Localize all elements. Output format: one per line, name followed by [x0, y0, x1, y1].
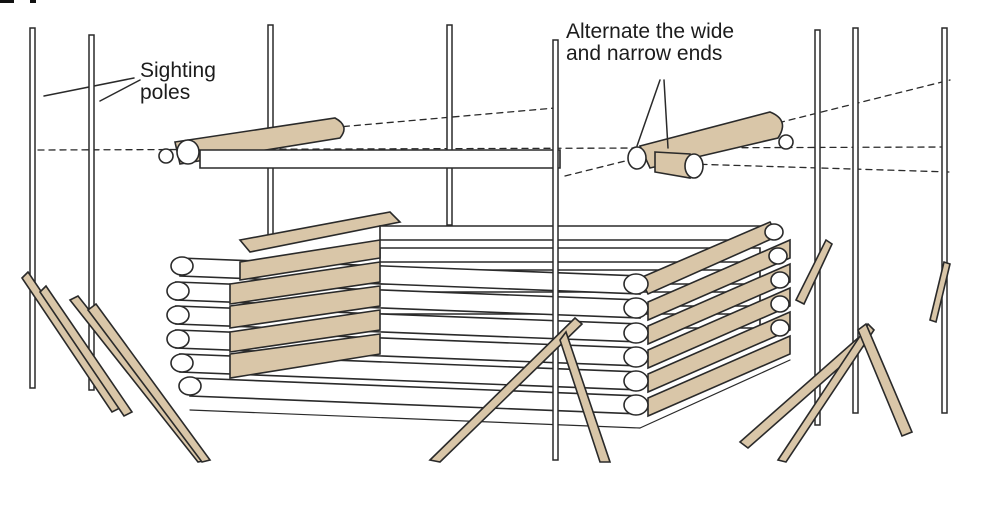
- cropped-heading-glyph: [0, 0, 36, 3]
- bracing-stakes: [20, 238, 951, 463]
- log-wall-front: [166, 239, 641, 415]
- sighting-logs-right: [627, 111, 794, 179]
- alternate-label-line1: Alternate the wide: [566, 20, 735, 43]
- sighting-logs-left: [158, 117, 561, 169]
- sighting-label-line1: Sighting: [140, 59, 216, 82]
- sighting-label-line2: poles: [140, 81, 191, 104]
- sighting-poles: [29, 27, 948, 461]
- ground-lines: [189, 359, 791, 429]
- log-wall-right: [623, 220, 791, 418]
- sighting-poles-label: Sighting poles: [140, 60, 216, 104]
- alternate-label-line2: and narrow ends: [566, 42, 723, 65]
- alternate-ends-label: Alternate the wide and narrow ends: [566, 21, 734, 65]
- leader-lines: [43, 77, 669, 149]
